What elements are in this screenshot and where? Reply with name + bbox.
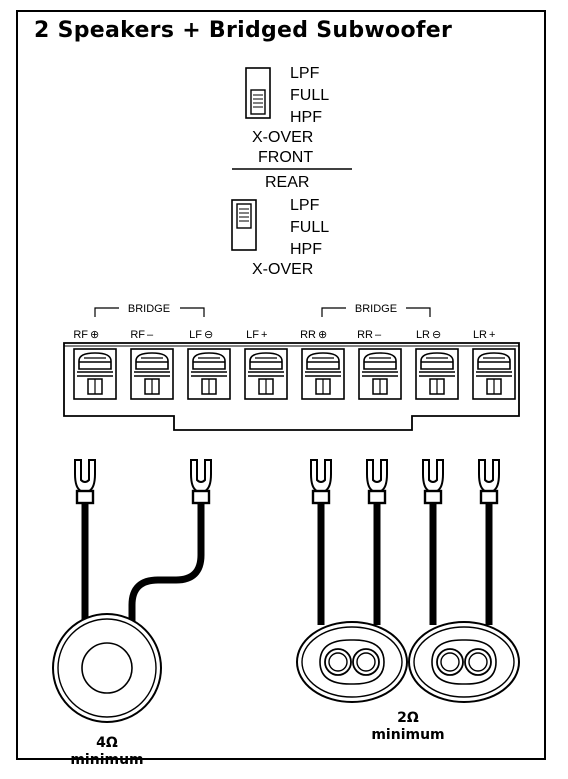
subwoofer-impedance: 4Ω bbox=[96, 735, 118, 751]
terminal-label: LR bbox=[416, 329, 430, 341]
terminal-screw-icon[interactable] bbox=[73, 348, 117, 400]
spade-connector-icon bbox=[421, 458, 445, 505]
rear-label: REAR bbox=[265, 174, 309, 191]
spade-connector-icon bbox=[365, 458, 389, 505]
terminal-label: LR bbox=[473, 329, 487, 341]
polarity-mark: ⊕ bbox=[318, 329, 327, 341]
speakers-impedance-note: minimum bbox=[371, 727, 444, 743]
front-option-full: FULL bbox=[290, 87, 329, 104]
rear-xover-label: X-OVER bbox=[252, 261, 313, 278]
terminal-label: LF bbox=[189, 329, 202, 341]
terminal-labels: RF ⊕ RF – LF ⊖ LF + RR ⊕ RR – LR ⊖ LR + bbox=[73, 329, 495, 341]
terminal-label: RR bbox=[300, 329, 316, 341]
polarity-mark: + bbox=[261, 329, 267, 341]
rear-xover-switch[interactable] bbox=[231, 199, 257, 251]
diagram-title: 2 Speakers + Bridged Subwoofer bbox=[34, 18, 453, 43]
spade-connector-icon bbox=[477, 458, 501, 505]
front-xover-switch[interactable] bbox=[245, 67, 271, 119]
polarity-mark: – bbox=[375, 329, 382, 341]
polarity-mark: + bbox=[489, 329, 495, 341]
polarity-mark: ⊖ bbox=[432, 329, 441, 341]
terminal-screw-icon[interactable] bbox=[358, 348, 402, 400]
rear-option-hpf: HPF bbox=[290, 241, 322, 258]
terminal-label: RF bbox=[130, 329, 145, 341]
subwoofer-impedance-note: minimum bbox=[70, 752, 143, 768]
spade-connector-icon bbox=[189, 458, 213, 505]
bridge-bracket-front: BRIDGE bbox=[94, 303, 205, 317]
terminal-screw-icon[interactable] bbox=[415, 348, 459, 400]
oval-speaker-icon bbox=[296, 621, 408, 703]
front-xover-label: X-OVER bbox=[252, 129, 313, 146]
speaker-wiring bbox=[309, 458, 501, 625]
terminal-screw-icon[interactable] bbox=[130, 348, 174, 400]
rear-option-lpf: LPF bbox=[290, 197, 320, 214]
front-option-lpf: LPF bbox=[290, 65, 320, 82]
front-label: FRONT bbox=[258, 149, 313, 166]
subwoofer-wiring bbox=[73, 458, 213, 640]
terminal-screw-icon[interactable] bbox=[301, 348, 345, 400]
oval-speaker-icon bbox=[408, 621, 520, 703]
terminal-screw-icon[interactable] bbox=[472, 348, 516, 400]
subwoofer-icon bbox=[52, 613, 162, 723]
terminal-block bbox=[63, 342, 520, 431]
terminal-label: RF bbox=[73, 329, 88, 341]
polarity-mark: – bbox=[147, 329, 154, 341]
terminal-screw-icon[interactable] bbox=[244, 348, 288, 400]
bridge-bracket-rear: BRIDGE bbox=[321, 303, 431, 317]
terminal-screw-icon[interactable] bbox=[187, 348, 231, 400]
spade-connector-icon bbox=[309, 458, 333, 505]
front-option-hpf: HPF bbox=[290, 109, 322, 126]
rear-option-full: FULL bbox=[290, 219, 329, 236]
terminal-label: RR bbox=[357, 329, 373, 341]
spade-connector-icon bbox=[73, 458, 97, 505]
speakers-impedance: 2Ω bbox=[397, 710, 419, 726]
diagram-frame: 2 Speakers + Bridged Subwoofer bbox=[16, 10, 546, 760]
bridge-label-front: BRIDGE bbox=[128, 303, 170, 315]
terminal-label: LF bbox=[246, 329, 259, 341]
polarity-mark: ⊖ bbox=[204, 329, 213, 341]
bridge-label-rear: BRIDGE bbox=[355, 303, 397, 315]
polarity-mark: ⊕ bbox=[90, 329, 99, 341]
